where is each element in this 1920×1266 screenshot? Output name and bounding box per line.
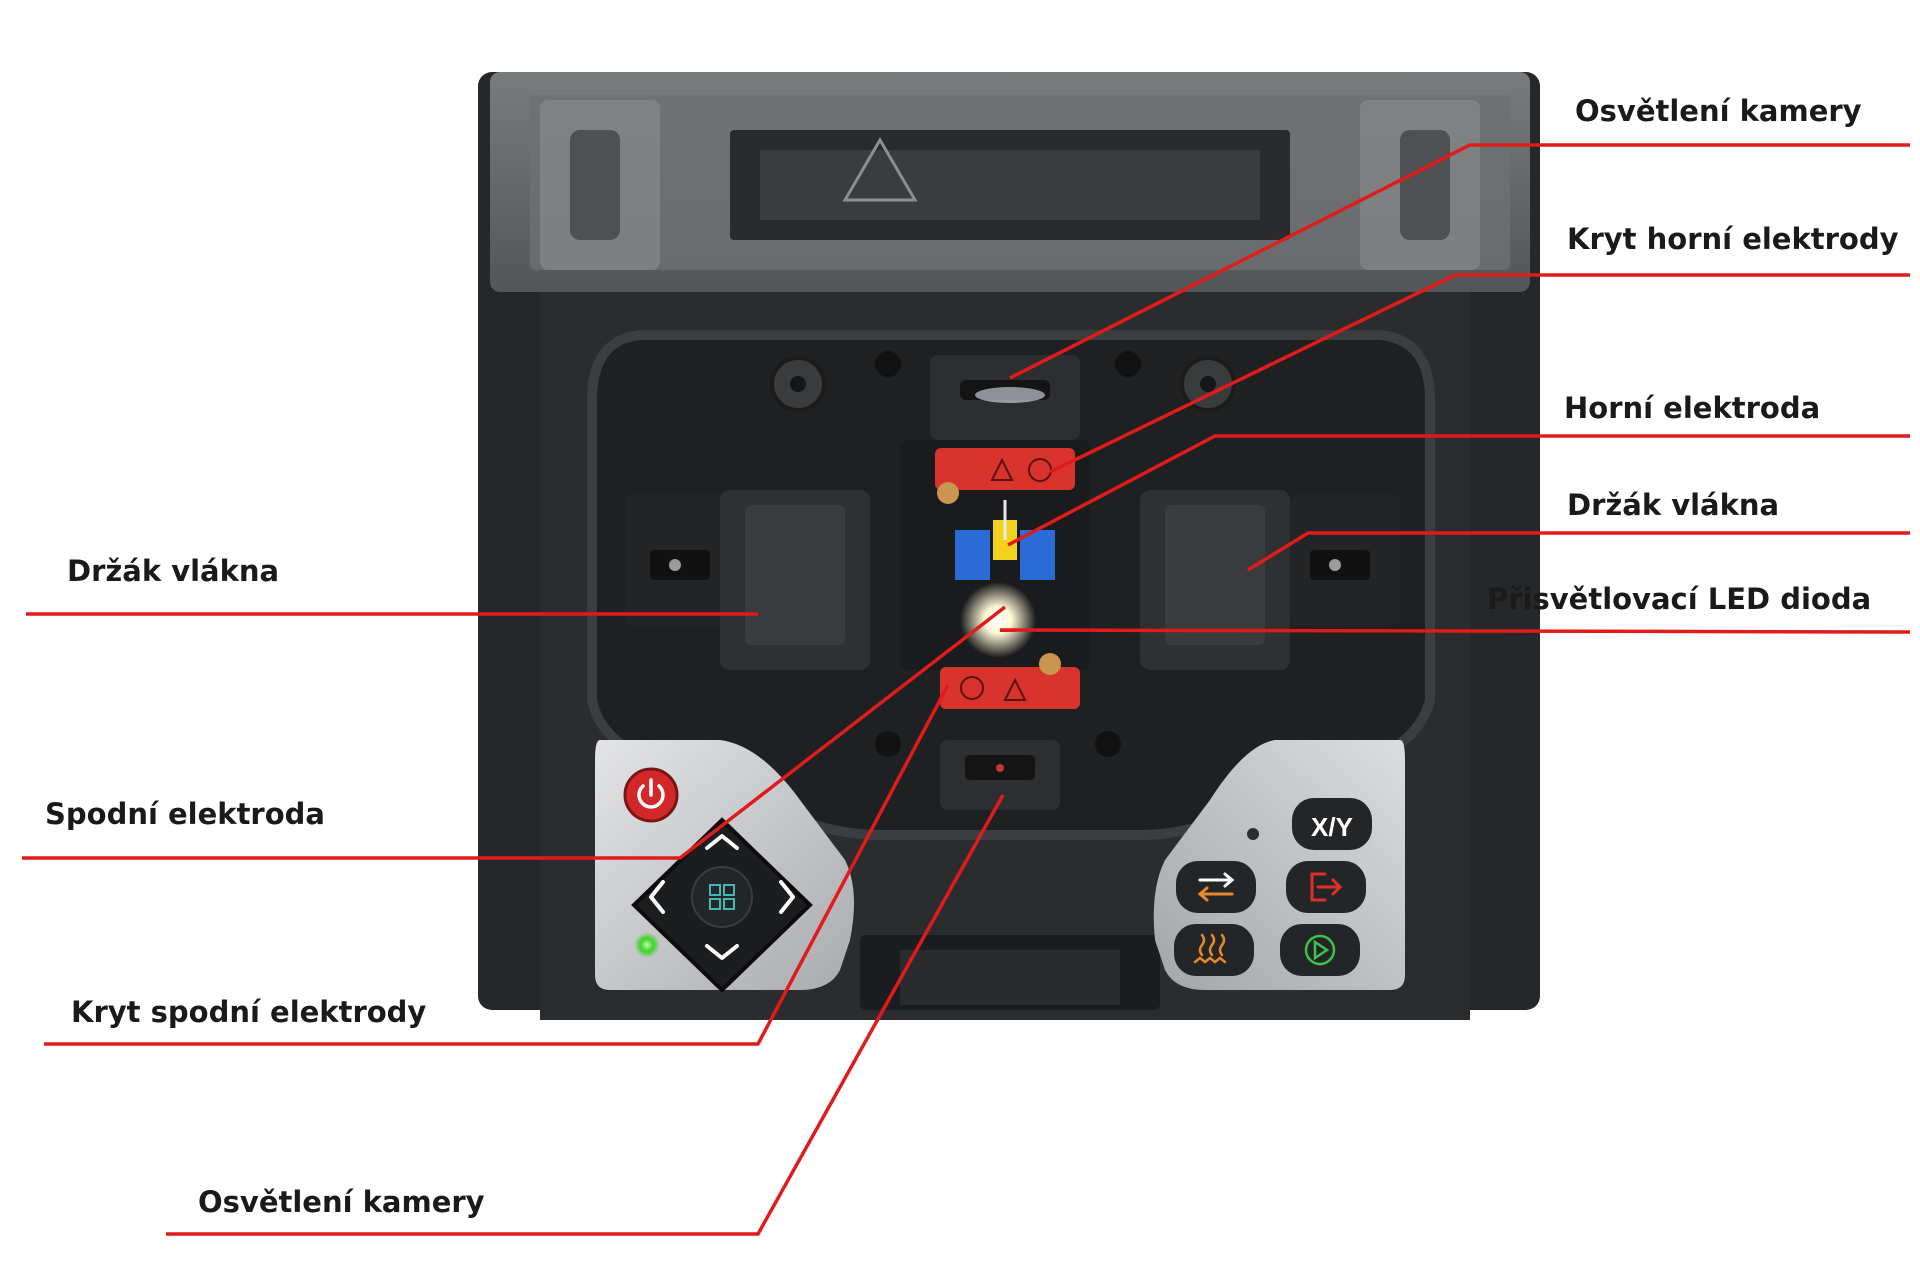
menu-button[interactable] [691, 866, 753, 928]
swap-icon [1197, 872, 1235, 902]
leader-camera-light-bottom [166, 794, 1005, 1236]
label-lower-electrode-cover: Kryt spodní elektrody [71, 995, 427, 1029]
warning-triangle-icon [842, 137, 918, 202]
leader-lines [22, 143, 1911, 1236]
swap-button[interactable] [1176, 861, 1256, 913]
start-button[interactable] [1280, 924, 1360, 976]
arrow-up-icon[interactable] [705, 834, 739, 850]
label-fiber-holder-right: Držák vlákna [1567, 488, 1780, 522]
xy-button[interactable] [1292, 798, 1372, 850]
arrow-right-icon[interactable] [779, 880, 795, 914]
start-icon [1304, 934, 1336, 966]
fiber-holder-right [1140, 490, 1400, 670]
leader-fiber-holder-right [1247, 531, 1910, 572]
label-camera-light-top: Osvětlení kamery [1575, 94, 1862, 128]
heater-button[interactable] [1174, 924, 1254, 976]
exit-icon [1310, 872, 1343, 902]
leader-led-diode [999, 628, 1911, 634]
power-icon [637, 778, 665, 809]
led-diode-light [960, 582, 1036, 658]
leader-lower-electrode-cover [44, 684, 950, 1046]
leader-lower-electrode [22, 605, 1007, 860]
leader-camera-light-top [1009, 143, 1910, 380]
label-camera-light-bottom: Osvětlení kamery [198, 1185, 485, 1219]
leader-upper-electrode [1007, 434, 1910, 547]
label-lower-electrode: Spodní elektroda [45, 797, 325, 831]
device-photo: X/Y [478, 72, 1540, 1020]
label-upper-electrode: Horní elektroda [1564, 391, 1821, 425]
heater-icon [1193, 933, 1227, 964]
label-led-diode: Přisvětlovací LED dioda [1487, 582, 1872, 616]
menu-grid-icon [709, 884, 735, 910]
label-upper-electrode-cover: Kryt horní elektrody [1567, 222, 1899, 256]
led-indicator [634, 932, 660, 958]
xy-button-label: X/Y [1311, 812, 1353, 842]
arrow-down-icon[interactable] [705, 944, 739, 960]
label-fiber-holder-left: Držák vlákna [67, 554, 280, 588]
transparent-lid [490, 72, 1530, 292]
fiber-holder-left [625, 490, 870, 670]
arrow-left-icon[interactable] [649, 880, 665, 914]
leader-upper-electrode-cover [1049, 273, 1910, 474]
